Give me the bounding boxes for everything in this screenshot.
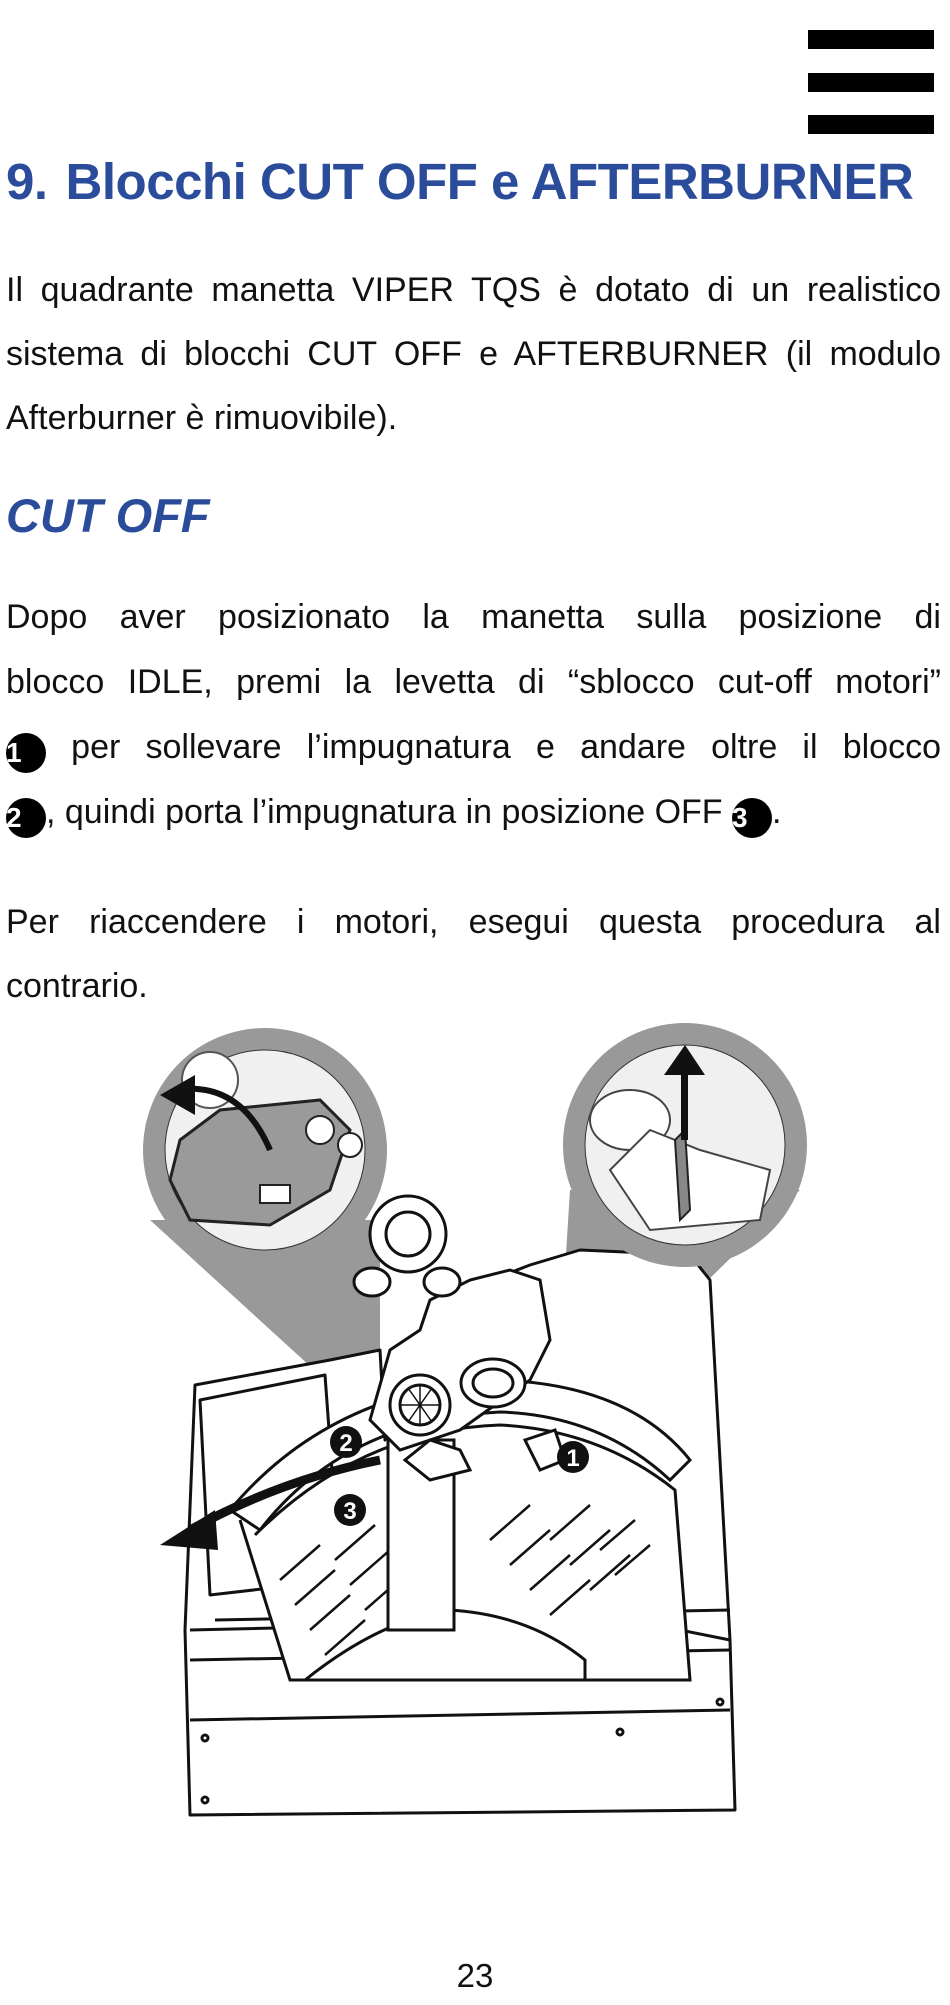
section-number: 9.: [6, 153, 48, 210]
page-number: 23: [456, 1957, 494, 1994]
cutoff-line-3: 1 per sollevare l’impugnatura e andare o…: [6, 715, 941, 780]
restart-paragraph: Per riaccendere i motori, esegui questa …: [6, 903, 941, 1005]
figure-badge-1: 1: [566, 1445, 579, 1472]
right-callout-circle: [563, 1023, 807, 1267]
figure-badge-3: 3: [343, 1498, 356, 1525]
left-callout-circle: [143, 1028, 387, 1272]
subsection-title: CUT OFF: [6, 489, 210, 542]
cutoff-line-4-text: , quindi porta l’impugnatura in posizion…: [46, 793, 723, 831]
intro-paragraph: Il quadrante manetta VIPER TQS è dotato …: [6, 271, 941, 437]
hamburger-menu-icon[interactable]: [808, 30, 934, 134]
section-title: 9. Blocchi CUT OFF e AFTERBURNER: [6, 152, 914, 211]
section-title-text: Blocchi CUT OFF e AFTERBURNER: [65, 153, 914, 210]
throttle-handle: [352, 1194, 567, 1482]
cutoff-line-3-text: per sollevare l’impugnatura e andare olt…: [71, 728, 941, 766]
cutoff-line-4-end: .: [772, 793, 782, 831]
cutoff-line-2: blocco IDLE, premi la levetta di “sblocc…: [6, 663, 941, 701]
cutoff-line-4: 2, quindi porta l’impugnatura in posizio…: [6, 780, 941, 845]
step-badge-2: 2: [6, 798, 46, 838]
step-badge-1: 1: [6, 733, 46, 773]
throttle-illustration: 2 3 1: [143, 1023, 807, 1817]
figure-step-badges: 2 3 1: [330, 1426, 589, 1526]
figure-badge-2: 2: [339, 1430, 352, 1457]
step-badge-3: 3: [732, 798, 773, 838]
cutoff-paragraph: Dopo aver posizionato la manetta sulla p…: [6, 585, 941, 845]
motion-arrow-head: [160, 1510, 218, 1550]
cutoff-line-1: Dopo aver posizionato la manetta sulla p…: [6, 598, 941, 636]
